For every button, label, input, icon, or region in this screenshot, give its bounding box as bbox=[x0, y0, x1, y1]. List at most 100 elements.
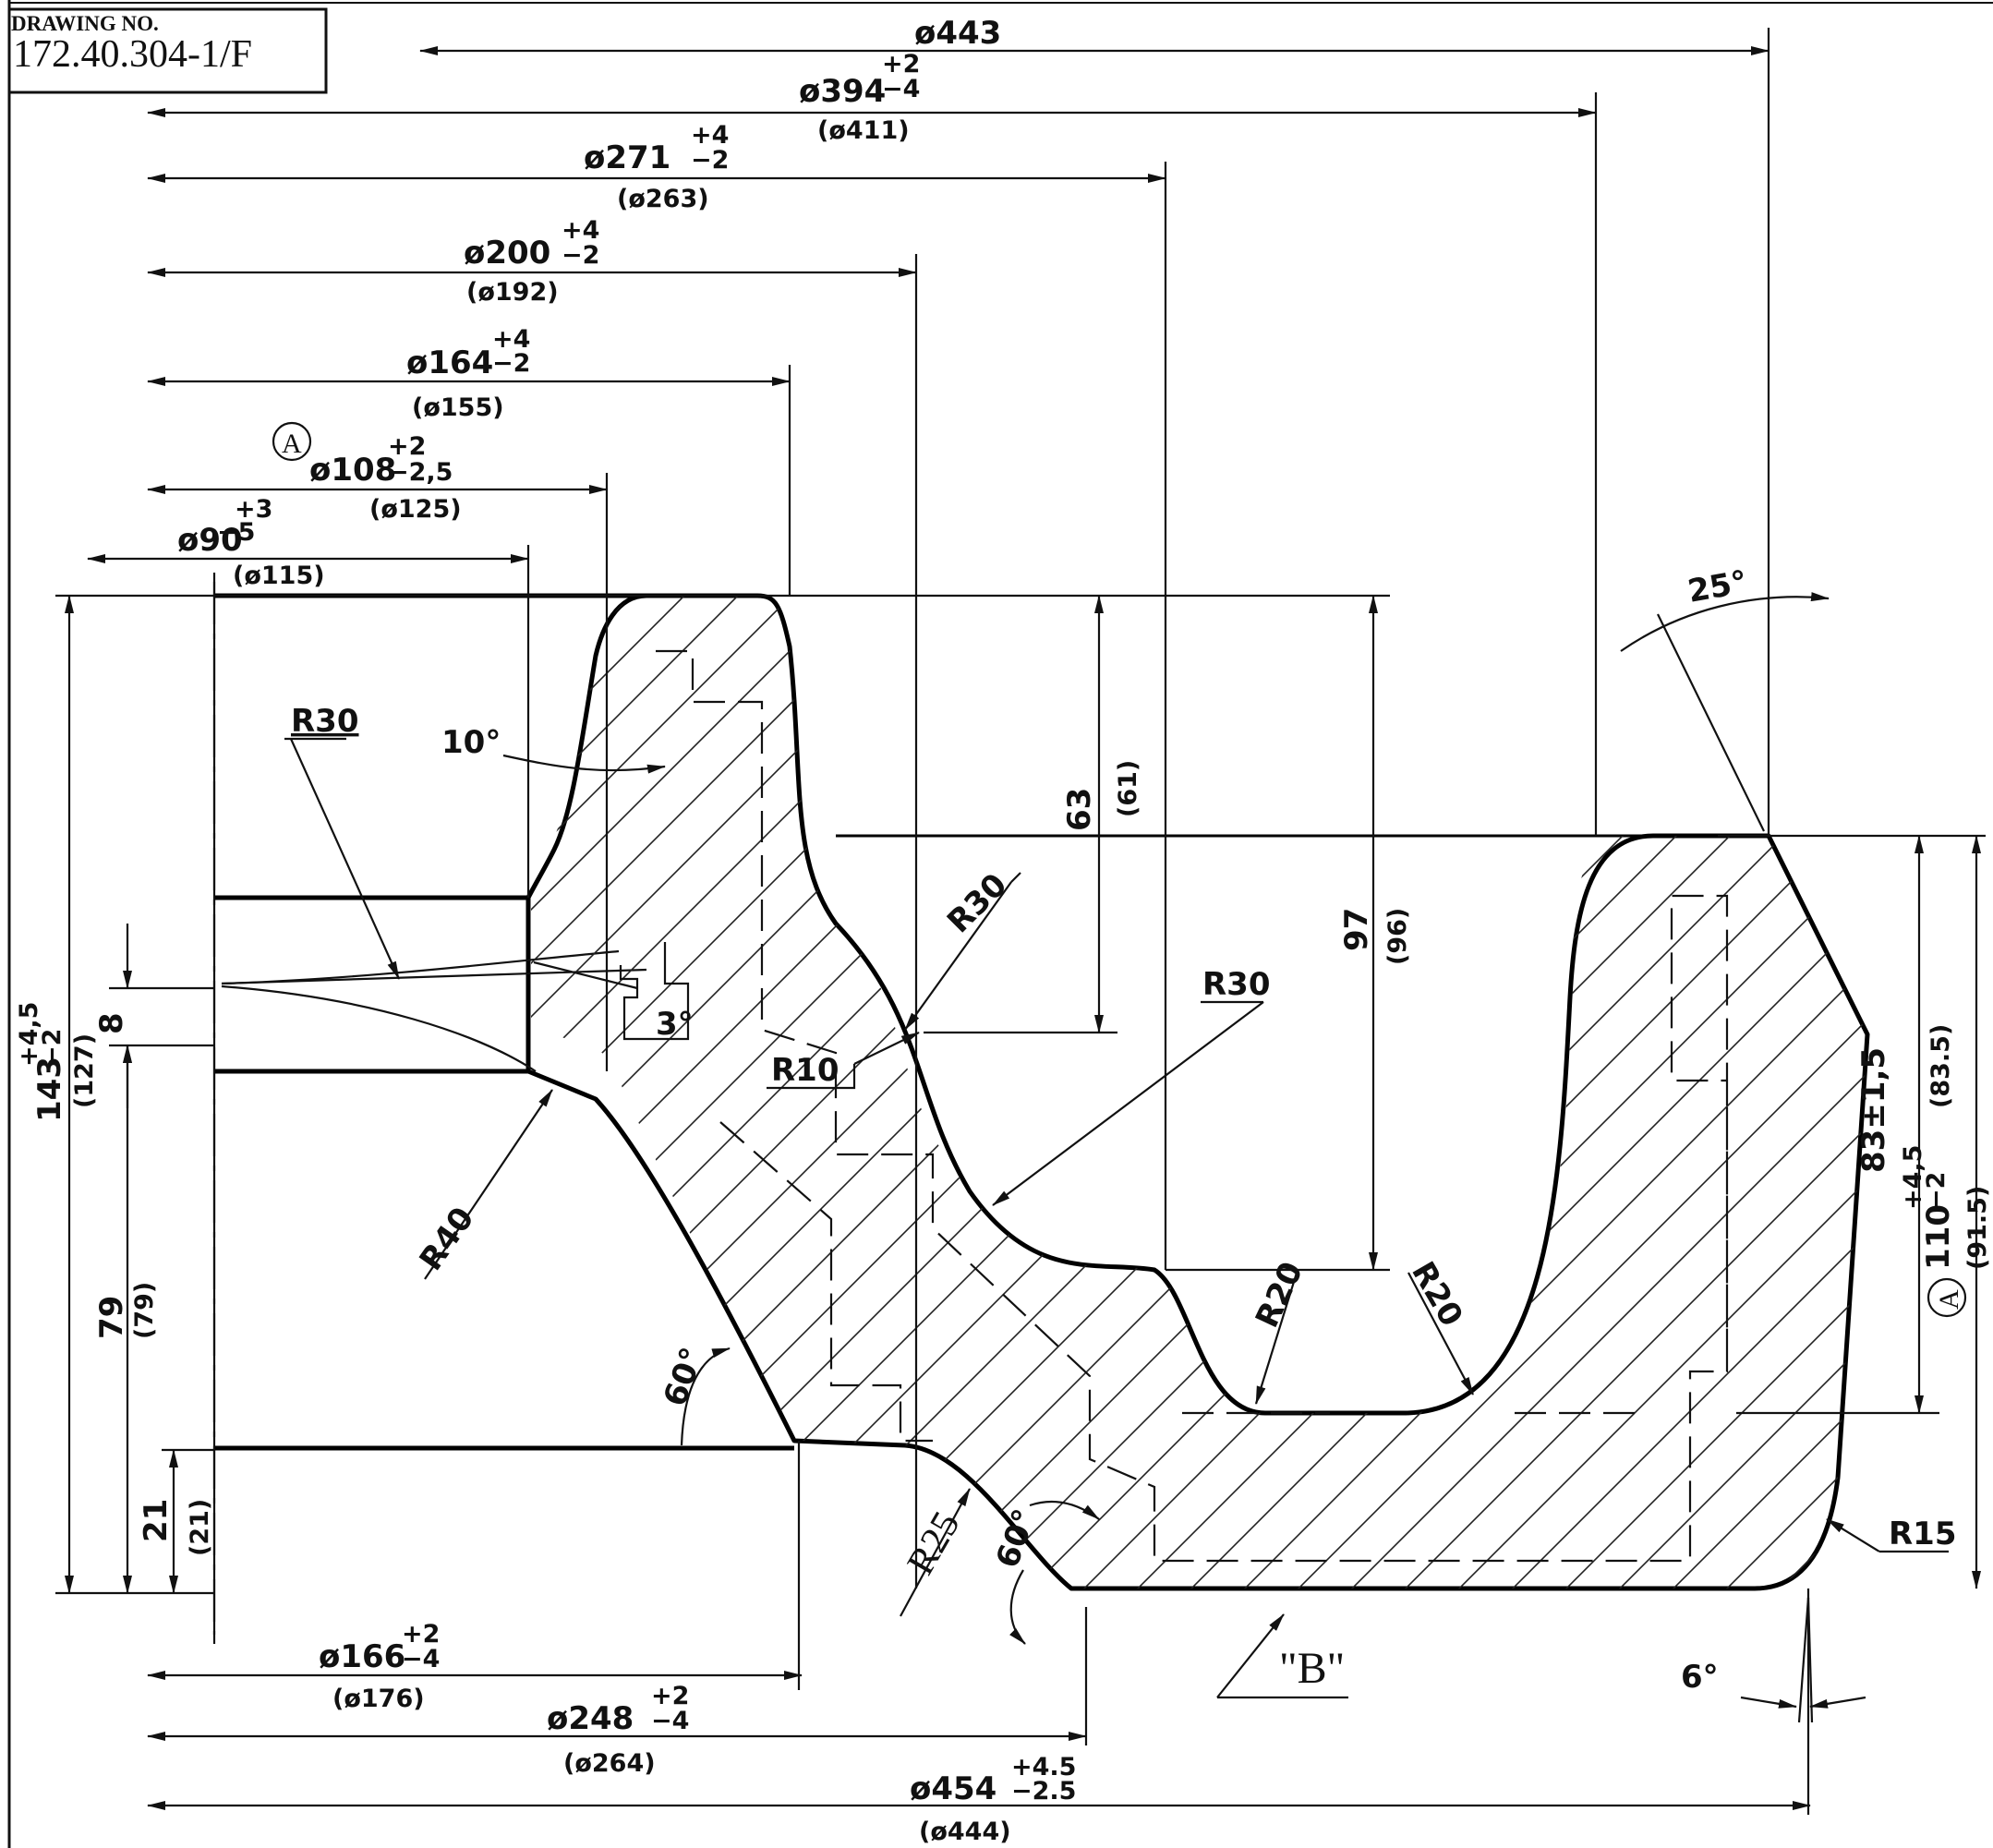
dim-d164-tol-up: +4 bbox=[492, 325, 530, 354]
dim-d271: ø271 bbox=[584, 139, 670, 176]
radius-r40: R40 bbox=[413, 1201, 482, 1277]
radius-r30-mid: R30 bbox=[940, 866, 1014, 940]
dim-d108-tol-dn: −2,5 bbox=[388, 458, 453, 487]
angle-arc-10 bbox=[502, 754, 666, 774]
dim-d394-ref: (ø411) bbox=[817, 116, 910, 145]
leader-r10 bbox=[853, 1032, 920, 1065]
dim-h8: 8 bbox=[93, 1012, 130, 1034]
drawing-no-label: DRAWING NO. bbox=[11, 12, 159, 35]
dim-h21-ref: (21) bbox=[186, 1499, 214, 1556]
hatch-line bbox=[1277, 596, 1867, 1588]
radius-r15: R15 bbox=[1889, 1516, 1957, 1552]
hatch-line bbox=[531, 596, 1423, 1588]
dim-d164: ø164 bbox=[406, 344, 493, 381]
hatch-line bbox=[531, 596, 727, 1588]
angle-arc-25 bbox=[1620, 592, 1830, 652]
datum-a-marker-top bbox=[272, 421, 312, 462]
view-b-leader bbox=[1216, 1613, 1285, 1698]
hatch-line bbox=[531, 596, 1048, 1588]
dim-d108-tol-up: +2 bbox=[388, 432, 426, 461]
hatch-line bbox=[688, 596, 1798, 1588]
dim-h143-tol-up: +4,5 bbox=[15, 1002, 43, 1067]
dim-h97-ref: (96) bbox=[1383, 908, 1412, 965]
hatch-line bbox=[531, 596, 1316, 1588]
radius-r20-right: R20 bbox=[1404, 1256, 1469, 1334]
angle-arc-10b bbox=[533, 960, 638, 990]
angle-3: 3° bbox=[656, 1006, 694, 1043]
hatch-line bbox=[1224, 596, 1867, 1588]
dim-d200-ref: (ø192) bbox=[466, 278, 559, 307]
hatch-line bbox=[531, 596, 834, 1588]
angle-6: 6° bbox=[1681, 1659, 1719, 1696]
leader-r30-mid bbox=[904, 881, 1012, 1031]
dim-d271-tol-up: +4 bbox=[691, 121, 729, 150]
hatch-line bbox=[531, 596, 1637, 1588]
hatch-line bbox=[531, 596, 941, 1588]
dim-d443: ø443 bbox=[914, 15, 1001, 52]
datum-a-label-top: A bbox=[282, 429, 302, 459]
hatch-line bbox=[795, 596, 1867, 1588]
dim-d200-tol-up: +4 bbox=[562, 216, 599, 245]
leader-r30-mid-underline bbox=[1010, 872, 1021, 883]
dim-d454: ø454 bbox=[910, 1770, 996, 1807]
hatch-line bbox=[849, 596, 1867, 1588]
dim-d200: ø200 bbox=[464, 235, 550, 272]
dim-d166-tol-dn: −4 bbox=[402, 1645, 440, 1673]
hatch-line bbox=[1331, 596, 1867, 1588]
angle-arc-60-left bbox=[680, 1347, 731, 1446]
dim-d166-tol-up: +2 bbox=[402, 1620, 440, 1649]
dim-h63-ref: (61) bbox=[1114, 760, 1142, 817]
dim-d248: ø248 bbox=[547, 1700, 634, 1737]
angle-arc-6b bbox=[1809, 1696, 1866, 1709]
dim-d166-ref: (ø176) bbox=[332, 1685, 425, 1713]
dim-h79: 79 bbox=[93, 1296, 130, 1339]
hatch-line bbox=[531, 596, 1584, 1588]
hatch-line bbox=[1117, 596, 1867, 1588]
radius-r30-left: R30 bbox=[291, 703, 359, 740]
hatch-line bbox=[1492, 596, 1867, 1588]
dim-h143-tol-dn: −2 bbox=[38, 1029, 66, 1067]
hatch-line bbox=[0, 554, 30, 1662]
leader-r25 bbox=[900, 1488, 971, 1617]
angle-arc-60-bottom bbox=[1029, 1500, 1100, 1520]
dim-h110: 110 bbox=[1920, 1204, 1957, 1270]
dim-d454-tol-up: +4.5 bbox=[1011, 1753, 1076, 1782]
dim-d164-tol-dn: −2 bbox=[492, 349, 530, 378]
dim-d394: ø394 bbox=[799, 73, 886, 110]
dim-d166: ø166 bbox=[319, 1638, 405, 1675]
angle-arc-60-bottom-b bbox=[1009, 1569, 1026, 1645]
dim-d108: ø108 bbox=[309, 452, 396, 489]
hatch-line bbox=[531, 596, 1102, 1588]
dim-h110-tol-up: +4,5 bbox=[1899, 1145, 1927, 1210]
angle-25: 25° bbox=[1685, 563, 1750, 610]
hatch-line bbox=[531, 596, 1370, 1588]
radius-r20-left: R20 bbox=[1249, 1256, 1311, 1334]
dim-d108-ref: (ø125) bbox=[369, 495, 462, 524]
dim-d454-tol-dn: −2.5 bbox=[1011, 1777, 1076, 1806]
angle-10: 10° bbox=[441, 724, 501, 761]
dim-d394-tol-dn: −4 bbox=[882, 75, 920, 103]
leader-r20-right bbox=[1407, 1272, 1474, 1395]
hatch-line bbox=[1599, 596, 1867, 1588]
hatch-line bbox=[1170, 596, 1867, 1588]
angle-60-bottom: 60° bbox=[989, 1504, 1045, 1573]
dim-d90-tol-dn: −5 bbox=[217, 518, 255, 547]
dim-d248-tol-up: +2 bbox=[651, 1682, 689, 1710]
hatch-line bbox=[1813, 596, 1867, 1588]
dimension-lines bbox=[55, 28, 1986, 1815]
dim-h83-ref: (83.5) bbox=[1927, 1024, 1955, 1108]
leader-r40 bbox=[424, 1089, 553, 1280]
dim-d248-ref: (ø264) bbox=[563, 1749, 656, 1778]
leader-r10-elbow bbox=[767, 1064, 856, 1090]
datum-a-marker-right bbox=[1927, 1277, 1967, 1318]
hidden-contour bbox=[656, 649, 1729, 1563]
title-block: DRAWING NO. 172.40.304-1/F bbox=[7, 7, 328, 94]
angle-arc-6 bbox=[1740, 1696, 1797, 1709]
dim-h21: 21 bbox=[138, 1499, 175, 1542]
leader-r20-left bbox=[1254, 1269, 1299, 1405]
angle-line-6a bbox=[1797, 1597, 1810, 1723]
dim-h63: 63 bbox=[1061, 788, 1098, 831]
drawing-number: 172.40.304-1/F bbox=[13, 33, 252, 76]
hatch-line bbox=[531, 596, 995, 1588]
